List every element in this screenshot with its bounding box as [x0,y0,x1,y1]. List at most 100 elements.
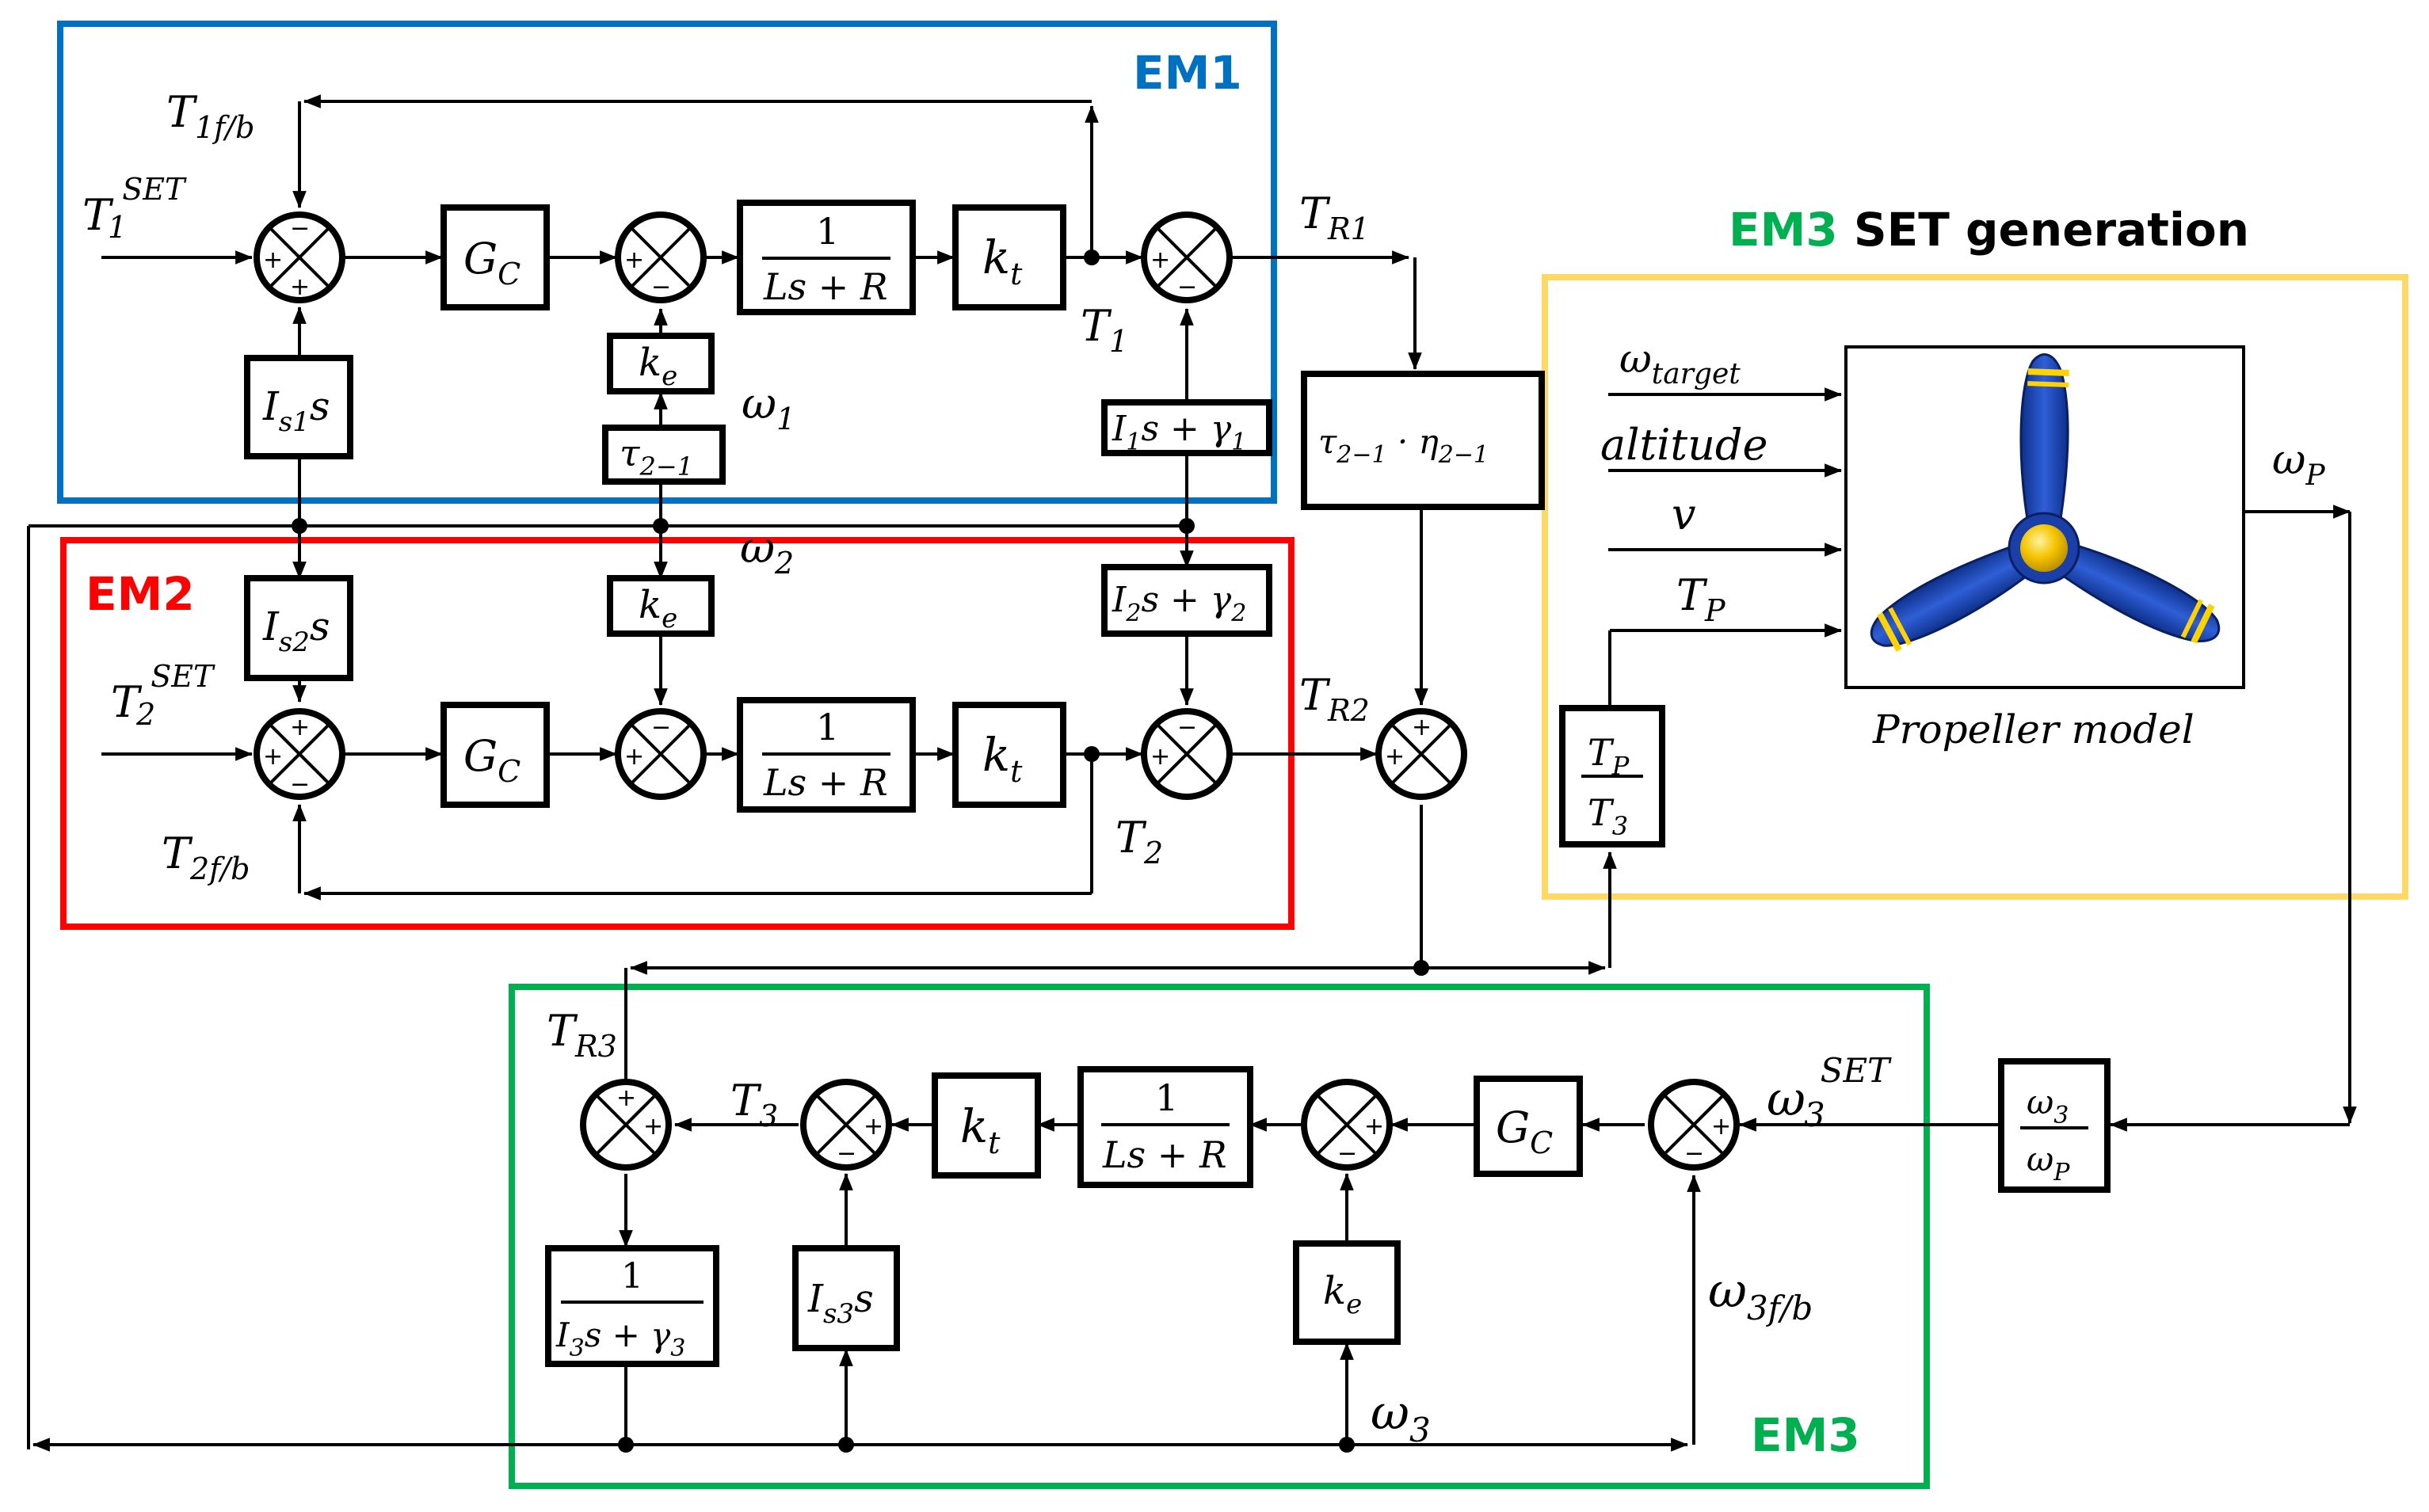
em2-title: EM2 [86,567,195,621]
svg-text:+: + [1385,743,1405,771]
set-generation-title: EM3 SET generation [1729,203,2249,257]
is2-block: Is2s [244,575,353,681]
svg-text:I2s + γ2: I2s + γ2 [1112,580,1246,627]
junction-dots [292,249,1429,1453]
is1-block: Is1s [244,355,353,459]
svg-text:I3s + γ3: I3s + γ3 [555,1316,685,1362]
tau-block: τ2−1 [602,425,726,485]
label-wp: ωP [2272,436,2325,492]
sum-junction-em3-speed: + − [1648,1079,1740,1171]
gear-ratio-block: τ2−1 · η2−1 [1301,371,1545,510]
svg-text:+: + [1150,246,1170,274]
kt-block-em1: kt [952,204,1066,310]
em3-frame [509,984,1930,1489]
sum-junction-em3-inertia: + − [800,1079,892,1171]
svg-text:+: + [263,743,283,771]
svg-text:Ls + R: Ls + R [763,265,888,308]
svg-text:−: − [290,771,310,798]
em3-title: EM3 [1751,1408,1860,1462]
svg-text:+: + [624,743,644,771]
sum-junction-em2-voltage: + − [615,708,707,800]
motor-plant-block-em2: 1 Ls + R [737,697,916,813]
sum-junction-torque-combine: + + [1375,708,1467,800]
svg-text:+: + [643,1113,663,1141]
sum-junction-em1-voltage: + − [615,211,707,303]
label-w1: ω1 [742,379,795,436]
em1-title: EM1 [1133,46,1242,100]
svg-text:+: + [616,1084,636,1112]
is3-block: Is3s [792,1245,900,1351]
label-w3set: ω3SET [1767,1051,1892,1134]
svg-text:1: 1 [621,1256,643,1297]
svg-text:+: + [624,246,644,274]
svg-text:GC: GC [463,234,520,291]
svg-text:+: + [1150,743,1170,771]
label-tr1: TR1 [1299,189,1370,246]
svg-text:ke: ke [1323,1269,1362,1320]
propeller-model-caption: Propeller model [1872,706,2194,752]
propeller-model-block [1844,345,2245,689]
svg-text:+: + [1364,1113,1384,1141]
svg-text:ωP: ωP [2027,1140,2070,1186]
label-w3fb: ω3f/b [1708,1263,1813,1327]
svg-text:GC: GC [463,731,520,789]
svg-text:TP: TP [1588,731,1630,781]
svg-text:ke: ke [639,341,677,392]
label-t2: T2 [1115,813,1163,870]
gc-block-em2: GC [440,702,550,808]
label-t1: T1 [1081,301,1128,359]
svg-text:Ls + R: Ls + R [1102,1133,1227,1176]
label-t2set: T2SET [111,659,215,732]
kt-block-em2: kt [952,702,1066,808]
svg-text:+: + [864,1113,883,1141]
signal-labels: T1SET T1f/b T1 TR1 ω1 ω2 T2SET T2f/b T2 … [82,87,2325,1449]
svg-text:+: + [1412,714,1432,741]
kt-block-em3: kt [932,1072,1041,1179]
svg-text:−: − [1177,273,1197,301]
label-v: v [1672,489,1696,539]
svg-text:kt: kt [982,230,1023,291]
svg-text:τ2−1: τ2−1 [620,432,693,482]
svg-text:−: − [651,714,671,741]
svg-text:−: − [837,1140,856,1167]
propeller-icon [1870,353,2221,652]
svg-text:Is2s: Is2s [262,604,330,658]
ke-block-em2: ke [607,575,715,637]
motor-plant-block-em1: 1 Ls + R [737,200,916,315]
em2-frame [60,537,1295,930]
svg-text:−: − [290,215,310,242]
set-generation-frame [1542,274,2408,900]
label-altitude: altitude [1600,420,1767,470]
label-w2: ω2 [740,523,794,581]
svg-text:+: + [290,714,310,741]
svg-text:−: − [1337,1140,1357,1167]
speed-ratio-block: ω3 ωP [1998,1058,2111,1193]
svg-text:1: 1 [816,706,839,748]
label-t1set: T1SET [82,172,187,245]
svg-text:Is3s: Is3s [807,1277,874,1330]
label-wtarget: ωtarget [1619,336,1741,390]
gc-block-em1: GC [440,204,550,310]
svg-text:I1s + γ1: I1s + γ1 [1112,409,1246,456]
label-t3: T3 [730,1076,778,1133]
svg-text:−: − [1684,1140,1704,1167]
svg-text:−: − [651,273,671,301]
label-t2fb: T2f/b [162,828,250,886]
svg-text:GC: GC [1496,1103,1553,1160]
svg-text:T3: T3 [1588,791,1628,841]
svg-text:ω3: ω3 [2027,1083,2069,1129]
sum-junction-em2-torque: + + − [254,708,345,800]
sum-junction-em1-torque: − + + [254,211,345,303]
sum-junction-em3-torque: + + [580,1079,672,1171]
svg-text:+: + [290,273,310,301]
svg-text:kt: kt [982,728,1023,789]
gc-block-em3: GC [1474,1076,1583,1177]
sum-junction-em3-voltage: + − [1301,1079,1393,1171]
label-tr3: TR3 [547,1006,617,1064]
sum-junction-em2-output: + − [1141,708,1233,800]
ke-block-em3: ke [1293,1240,1401,1345]
svg-text:kt: kt [960,1099,1001,1160]
tp-ratio-block: TP T3 [1559,705,1665,847]
ke-block-em1: ke [607,333,715,394]
label-tp: TP [1676,570,1726,628]
